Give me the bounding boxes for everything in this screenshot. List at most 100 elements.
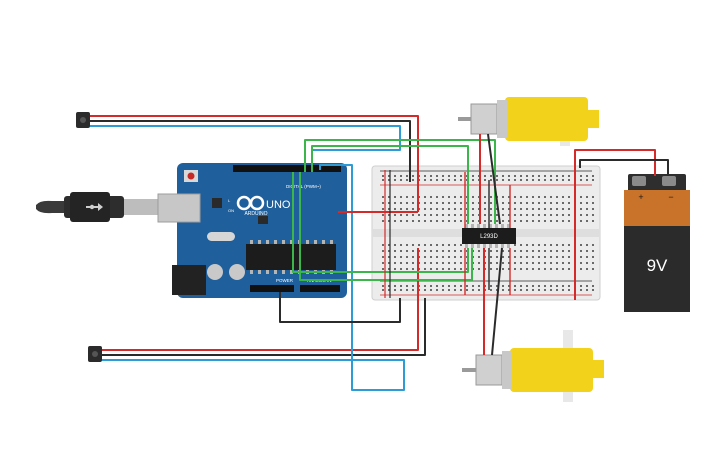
motor-gear-cap bbox=[592, 360, 604, 378]
breadboard-hole bbox=[454, 289, 456, 291]
breadboard-hole bbox=[514, 196, 516, 198]
breadboard-hole bbox=[388, 179, 390, 181]
breadboard-hole bbox=[472, 208, 474, 210]
analog-header[interactable] bbox=[300, 285, 340, 292]
wire-signal[interactable] bbox=[311, 145, 469, 224]
breadboard-hole bbox=[562, 220, 564, 222]
ir-sensor-lens bbox=[92, 351, 98, 357]
digital-header[interactable] bbox=[233, 165, 341, 172]
wire-motor-top[interactable] bbox=[487, 133, 501, 225]
breadboard-hole bbox=[478, 285, 480, 287]
breadboard-hole bbox=[400, 202, 402, 204]
breadboard-hole bbox=[586, 262, 588, 264]
wire-battery-plus[interactable] bbox=[574, 149, 656, 300]
capacitor bbox=[207, 264, 223, 280]
breadboard-hole bbox=[508, 256, 510, 258]
breadboard-hole bbox=[478, 289, 480, 291]
wire-ir-bottom-vcc[interactable] bbox=[102, 248, 419, 351]
breadboard-hole bbox=[460, 202, 462, 204]
breadboard-hole bbox=[496, 256, 498, 258]
breadboard-hole bbox=[466, 289, 468, 291]
breadboard-hole bbox=[526, 256, 528, 258]
breadboard-hole bbox=[562, 202, 564, 204]
breadboard-hole bbox=[592, 179, 594, 181]
breadboard-hole bbox=[544, 268, 546, 270]
wire-ir-bottom-gnd[interactable] bbox=[102, 298, 426, 356]
battery-icon[interactable]: + − 9V bbox=[624, 174, 690, 312]
breadboard-hole bbox=[442, 250, 444, 252]
wire-battery-minus[interactable] bbox=[579, 159, 669, 176]
breadboard-hole bbox=[508, 208, 510, 210]
breadboard-hole bbox=[526, 289, 528, 291]
wire-ir-bottom-out[interactable] bbox=[102, 164, 405, 391]
motor-body bbox=[475, 354, 503, 386]
breadboard-hole bbox=[562, 250, 564, 252]
breadboard-hole bbox=[514, 208, 516, 210]
breadboard-hole bbox=[502, 250, 504, 252]
breadboard-hole bbox=[538, 256, 540, 258]
motor-body bbox=[470, 103, 498, 135]
breadboard-hole bbox=[544, 179, 546, 181]
breadboard-hole bbox=[442, 208, 444, 210]
breadboard-hole bbox=[502, 175, 504, 177]
wire-signal[interactable] bbox=[299, 172, 473, 281]
breadboard-hole bbox=[454, 208, 456, 210]
breadboard-hole bbox=[424, 256, 426, 258]
breadboard-hole bbox=[544, 289, 546, 291]
breadboard-hole bbox=[394, 268, 396, 270]
power-header[interactable] bbox=[250, 285, 294, 292]
wire-ir-top-gnd[interactable] bbox=[90, 120, 411, 182]
breadboard-hole bbox=[442, 196, 444, 198]
breadboard-hole bbox=[514, 175, 516, 177]
breadboard-hole bbox=[586, 214, 588, 216]
breadboard-hole bbox=[394, 289, 396, 291]
breadboard-hole bbox=[520, 285, 522, 287]
breadboard-hole bbox=[514, 289, 516, 291]
wire-gnd[interactable] bbox=[279, 292, 401, 323]
small-chip bbox=[212, 198, 222, 208]
breadboard-hole bbox=[592, 285, 594, 287]
breadboard-hole bbox=[430, 220, 432, 222]
breadboard-hole bbox=[448, 285, 450, 287]
l293d-driver-chip[interactable]: L293D bbox=[462, 224, 516, 248]
breadboard-hole bbox=[484, 208, 486, 210]
breadboard-hole bbox=[592, 256, 594, 258]
breadboard-hole bbox=[448, 214, 450, 216]
breadboard-hole bbox=[592, 244, 594, 246]
breadboard-hole bbox=[400, 208, 402, 210]
ir-sensor-bottom[interactable] bbox=[88, 346, 102, 362]
breadboard-hole bbox=[442, 175, 444, 177]
battery-voltage: 9V bbox=[647, 256, 668, 275]
breadboard-hole bbox=[454, 262, 456, 264]
breadboard-hole bbox=[412, 202, 414, 204]
breadboard-hole bbox=[592, 214, 594, 216]
breadboard-hole bbox=[556, 250, 558, 252]
breadboard-hole bbox=[556, 202, 558, 204]
wire-ir-top-vcc[interactable] bbox=[90, 115, 419, 212]
breadboard-hole bbox=[412, 244, 414, 246]
usb-cable-icon bbox=[36, 192, 174, 222]
motor-shaft bbox=[462, 368, 476, 372]
breadboard-hole bbox=[460, 208, 462, 210]
breadboard-hole bbox=[556, 256, 558, 258]
wire-signal[interactable] bbox=[292, 172, 469, 273]
breadboard-hole bbox=[544, 214, 546, 216]
wire-motor-bottom[interactable] bbox=[491, 247, 503, 356]
breadboard-hole bbox=[586, 268, 588, 270]
motor-shaft bbox=[458, 117, 471, 121]
breadboard-hole bbox=[592, 202, 594, 204]
breadboard-hole bbox=[526, 285, 528, 287]
chip-label: L293D bbox=[480, 234, 498, 240]
breadboard-hole bbox=[400, 262, 402, 264]
breadboard-hole bbox=[442, 179, 444, 181]
breadboard-hole bbox=[400, 268, 402, 270]
breadboard-hole bbox=[448, 196, 450, 198]
dc-motor-bottom[interactable] bbox=[462, 330, 604, 402]
arduino-uno-board[interactable]: ARDUINO UNO DIGITAL (PWM~) POWER ANALOG … bbox=[157, 163, 347, 298]
breadboard-hole bbox=[556, 179, 558, 181]
battery-label-band bbox=[624, 190, 690, 226]
breadboard-hole bbox=[442, 268, 444, 270]
dc-motor-top[interactable] bbox=[458, 97, 599, 146]
ir-sensor-top[interactable] bbox=[76, 112, 90, 128]
breadboard-hole bbox=[490, 208, 492, 210]
